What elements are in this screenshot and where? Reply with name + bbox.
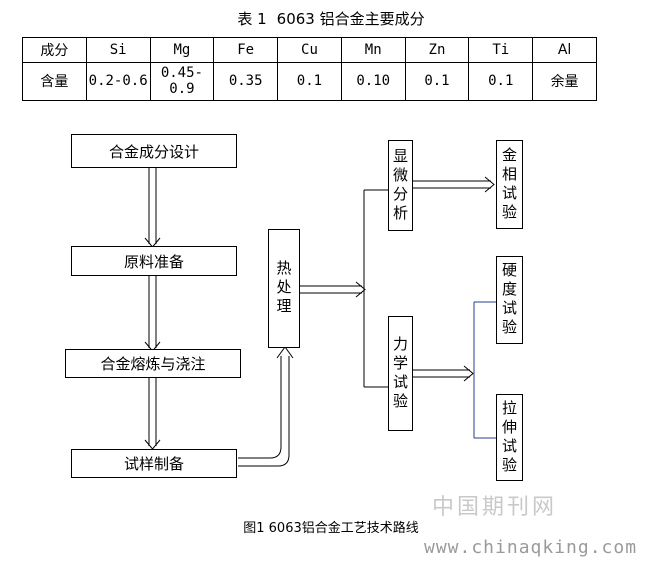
arrow-microscopy-to-metallography [413,176,495,193]
split-bracket [473,301,496,439]
step-raw-materials: 原料准备 [71,246,237,276]
table-cell: 0.35 [213,61,279,101]
watermark-url: www.chinaqking.com [424,537,638,558]
watermark-cn: 中国期刊网 [432,495,558,520]
step-tensile-test: 拉伸试验 [496,394,523,481]
table-cell: 0.45-0.9 [149,61,215,101]
header-cell: Cu [277,37,342,63]
arrow-mechanical-to-split [413,365,474,382]
table-row: 含量 0.2-0.6 0.45-0.9 0.35 0.1 0.10 0.1 0.… [22,61,597,101]
step-melting-casting: 合金熔炼与浇注 [65,349,241,378]
step-hardness-test: 硬度试验 [496,256,523,344]
step-heat-treatment: 热处理 [268,229,300,348]
table-cell: 含量 [22,61,87,101]
header-cell: 成分 [22,37,87,63]
table-cell: 0.1 [468,61,534,101]
table-header-row: 成分 Si Mg Fe Cu Mn Zn Ti Al [22,37,597,63]
table-cell: 0.10 [340,61,406,101]
table-cell: 0.2-0.6 [85,61,151,101]
arrow-design-to-materials [144,168,161,248]
table-caption-text: 6063 铝合金主要成分 [276,10,425,28]
step-mechanical-test: 力学试验 [388,316,413,431]
arrow-specimen-to-heat-treatment [238,346,294,467]
step-metallography: 金相试验 [496,140,523,229]
arrow-materials-to-melting [144,276,161,352]
header-cell: Zn [404,37,470,63]
step-alloy-design: 合金成分设计 [71,134,237,168]
step-specimen-prep: 试样制备 [71,449,237,478]
arrow-melting-to-specimen [144,378,161,450]
table-title: 表 1 6063 铝合金主要成分 [0,8,662,29]
step-microscopy: 显微分析 [388,140,413,231]
branch-bracket [363,189,388,388]
table-cell: 0.1 [404,61,470,101]
header-cell: Mn [340,37,406,63]
table-number: 表 1 [237,10,267,28]
table-cell: 余量 [532,61,597,101]
composition-table: 成分 Si Mg Fe Cu Mn Zn Ti Al 含量 0.2-0.6 0.… [22,37,597,101]
figure-caption: 图1 6063铝合金工艺技术路线 [243,521,419,536]
arrow-heat-treatment-to-branch [299,281,366,298]
